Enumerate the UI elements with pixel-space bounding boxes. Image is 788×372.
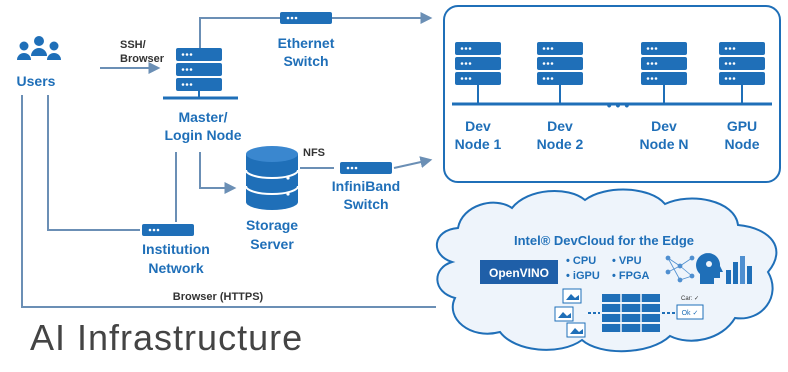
cluster-ellipsis: • • •: [607, 97, 630, 113]
ethernet-label-line1: Ethernet: [278, 35, 335, 51]
dev-node-1-server-icon: [455, 42, 501, 104]
browser-https-line: [21, 95, 436, 308]
dev-node-n-label-line1: Dev: [651, 118, 677, 134]
storage-label-line2: Server: [250, 236, 294, 252]
openvino-logo-box: [480, 260, 558, 284]
ai-infrastructure-caption: AI Infrastructure: [30, 317, 303, 358]
gpu-node-label-line1: GPU: [727, 118, 757, 134]
result-panel: [676, 304, 704, 320]
infiniband-label-line1: InfiniBand: [332, 178, 400, 194]
dev-node-n-server-icon: [641, 42, 687, 104]
dev-node-2-label-line1: Dev: [547, 118, 573, 134]
infiniband-label-line2: Switch: [343, 196, 388, 212]
institution-label-line1: Institution: [142, 241, 210, 257]
master-label-line1: Master/: [178, 109, 227, 125]
master-to-ethernet-line: [199, 17, 280, 50]
users-icon: [17, 36, 61, 60]
neural-network-icon: [665, 255, 695, 283]
hw-item-fpga: • FPGA: [612, 270, 650, 282]
master-to-storage-line: [199, 152, 237, 194]
cluster-servers: [455, 42, 765, 104]
gpu-node-label-line2: Node: [725, 136, 760, 152]
ethernet-label-line2: Switch: [283, 53, 328, 69]
ethernet-switch-icon: [280, 12, 332, 24]
nfs-label: NFS: [303, 147, 325, 159]
result-panel-label: Car: ✓: [681, 296, 699, 302]
institution-label-line2: Network: [148, 260, 203, 276]
hw-item-cpu: • CPU: [566, 255, 596, 267]
institution-switch-icon: [142, 224, 194, 236]
infiniband-to-cluster-line: [393, 156, 433, 169]
connection-lines: [21, 12, 436, 308]
infiniband-switch-icon: [340, 162, 392, 174]
result-panel-badge: Ok ✓: [682, 310, 699, 317]
hw-item-vpu: • VPU: [612, 255, 642, 267]
dev-node-1-label-line2: Node 1: [455, 136, 502, 152]
bar-chart-icon: [726, 256, 752, 284]
browser-label: Browser: [120, 53, 165, 65]
storage-label-line1: Storage: [246, 217, 298, 233]
browser-https-label: Browser (HTTPS): [173, 291, 264, 303]
users-label: Users: [17, 73, 56, 89]
image-thumbnails: [554, 288, 586, 338]
dev-node-2-label-line2: Node 2: [537, 136, 584, 152]
master-server-icon: [163, 48, 238, 100]
storage-database-icon: [245, 146, 299, 210]
dev-node-2-server-icon: [537, 42, 583, 104]
hw-item-igpu: • iGPU: [566, 270, 600, 282]
ssh-label: SSH/: [120, 39, 146, 51]
devcloud-title: Intel® DevCloud for the Edge: [514, 233, 694, 248]
dev-node-1-label-line1: Dev: [465, 118, 491, 134]
master-label-line2: Login Node: [165, 127, 242, 143]
gpu-node-server-icon: [719, 42, 765, 104]
processing-grid-icon: [602, 294, 660, 332]
dev-node-n-label-line2: Node N: [640, 136, 689, 152]
openvino-logo: OpenVINO: [489, 266, 549, 280]
dev-cluster-box: [443, 5, 781, 183]
users-to-institution-line: [47, 95, 140, 231]
ai-head-icon: [696, 253, 723, 284]
